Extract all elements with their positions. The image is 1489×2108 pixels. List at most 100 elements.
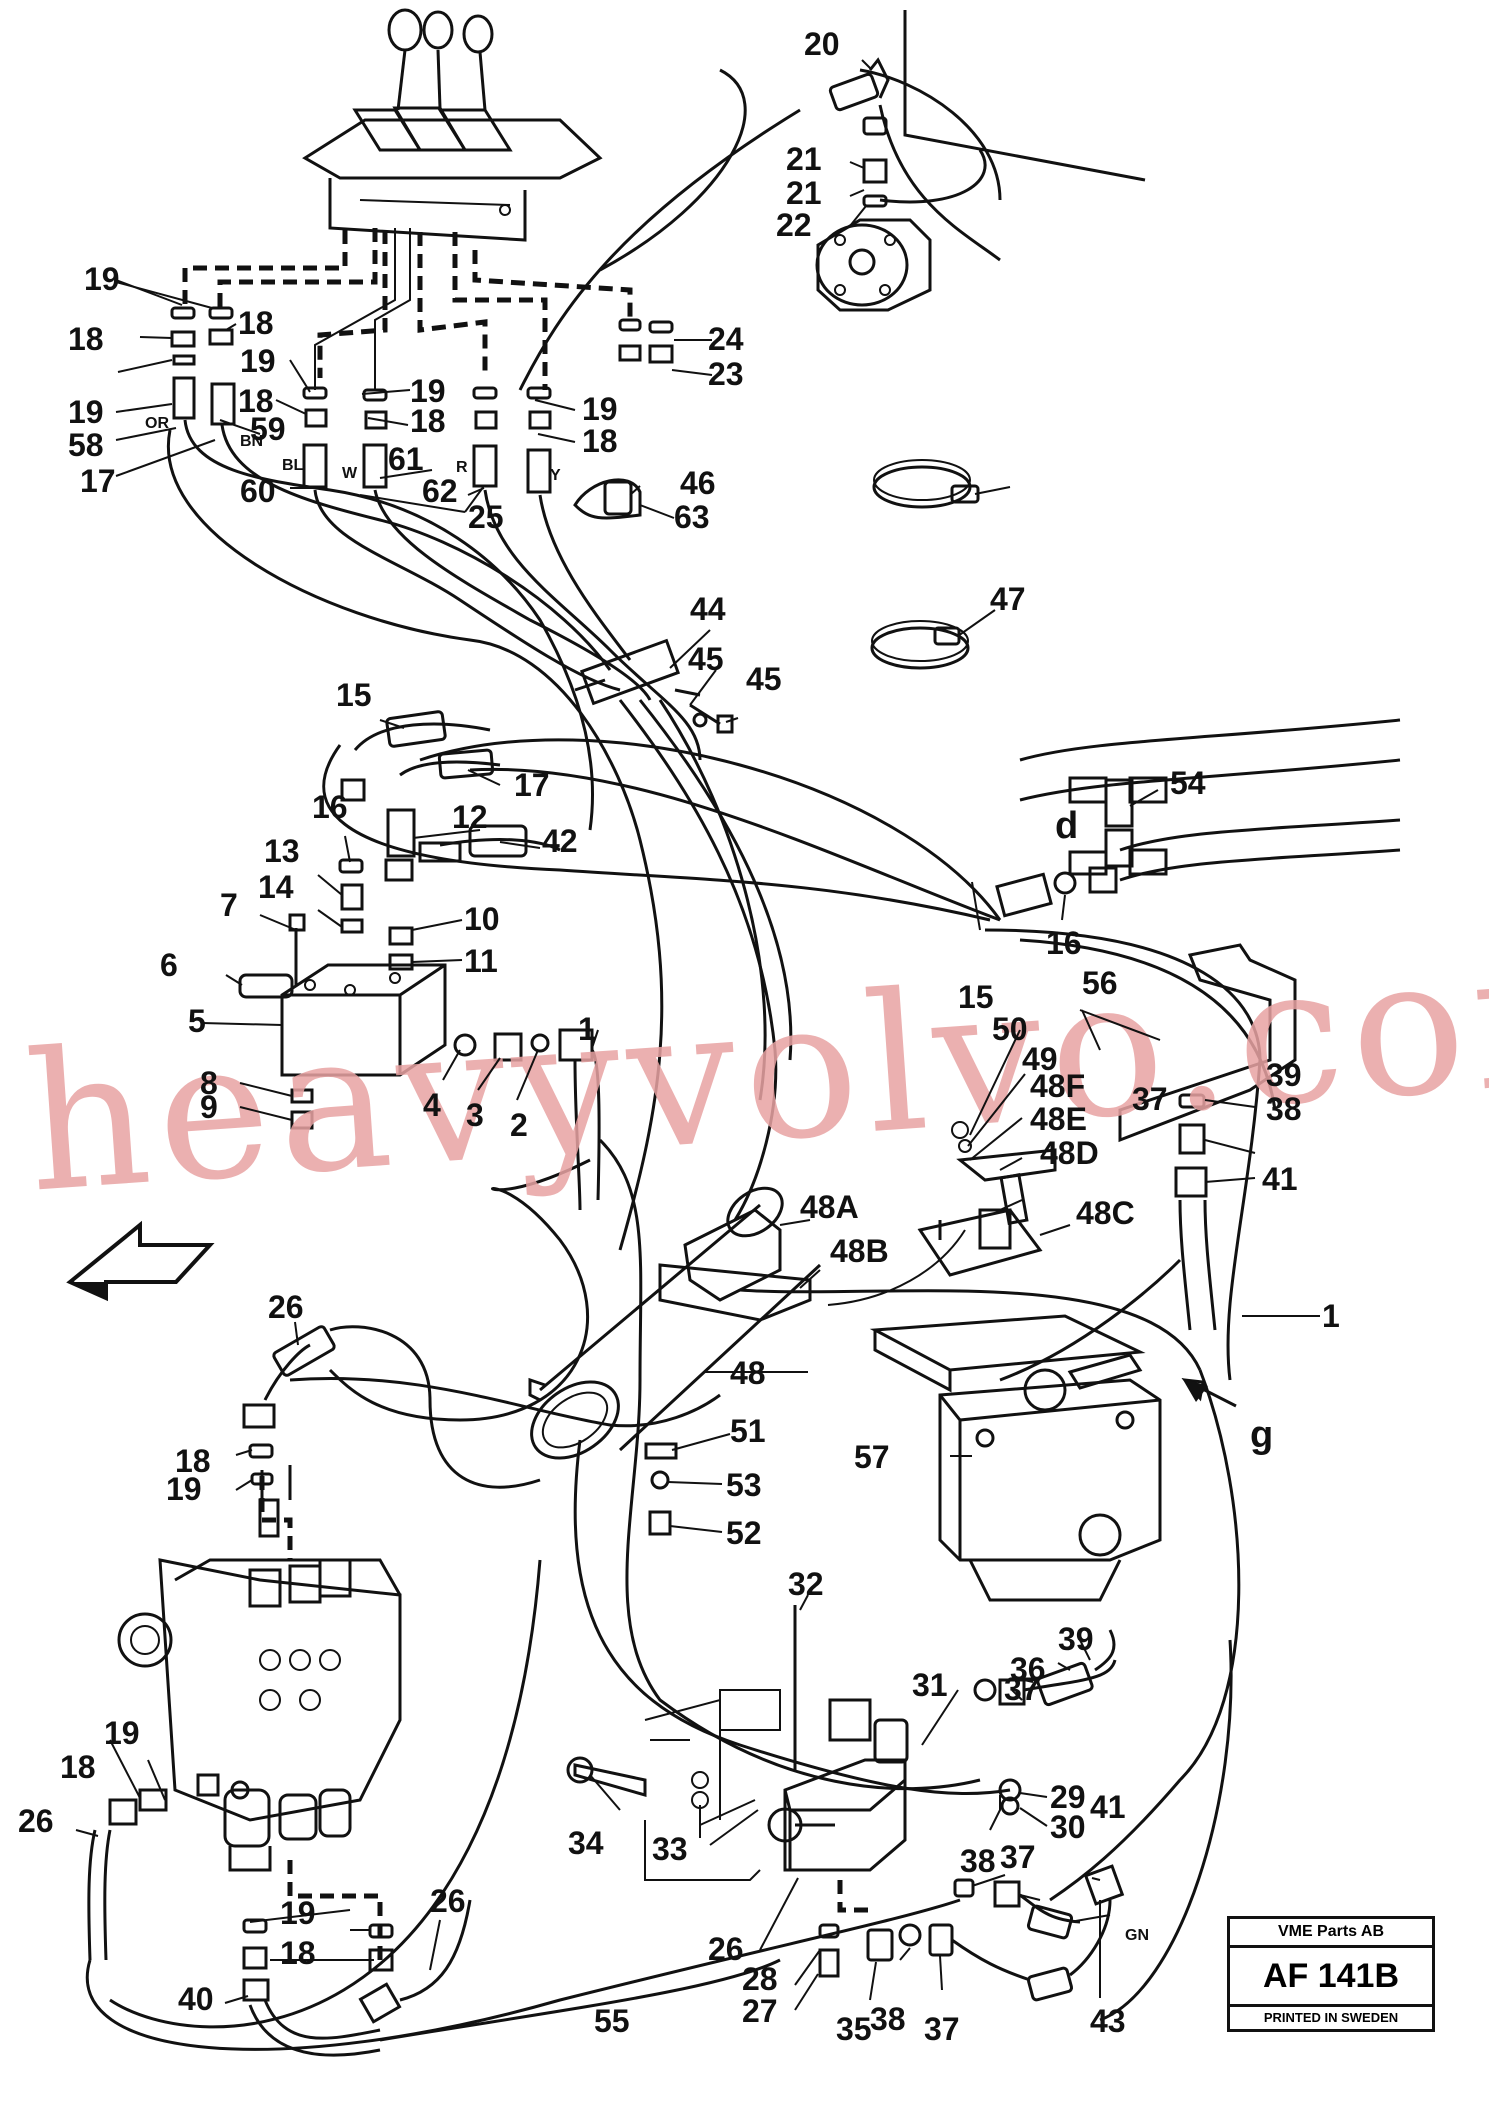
callout: 44	[690, 591, 726, 627]
callout: 57	[854, 1439, 890, 1475]
callout: 25	[468, 499, 504, 535]
callout: 48E	[1030, 1101, 1087, 1137]
color-code-y: Y	[550, 467, 561, 484]
callout: 18	[410, 403, 446, 439]
color-code-bl: BL	[282, 457, 304, 474]
callout: 18	[68, 321, 104, 357]
callout: 12	[452, 799, 488, 835]
callout: 19	[84, 261, 120, 297]
callout: 41	[1262, 1161, 1298, 1197]
color-code-r: R	[456, 459, 468, 476]
callout: 62	[422, 473, 458, 509]
callout: 7	[220, 887, 238, 923]
callout: 22	[776, 207, 812, 243]
callout: 48C	[1076, 1195, 1135, 1231]
callout: 52	[726, 1515, 762, 1551]
callout: 19	[166, 1471, 202, 1507]
callout: 1	[578, 1011, 596, 1047]
callout: 38	[1266, 1091, 1302, 1127]
callout: 39	[1058, 1621, 1094, 1657]
long-hoses	[86, 68, 1241, 2051]
hose-color-codes: OR BN BL W R Y GN	[145, 415, 1149, 1944]
callout: 9	[200, 1089, 218, 1125]
callout: 28	[742, 1961, 778, 1997]
callout: 15	[336, 677, 372, 713]
callout: 56	[1082, 965, 1118, 1001]
callout: 18	[582, 423, 618, 459]
callout: 48F	[1030, 1068, 1085, 1104]
callout: 58	[68, 427, 104, 463]
callout: 16	[1046, 925, 1082, 961]
callout: 46	[680, 465, 716, 501]
callout: 26	[268, 1289, 304, 1325]
callout: 3	[466, 1097, 484, 1133]
callout: 16	[312, 789, 348, 825]
pilot-lines-dashed	[182, 228, 633, 390]
callout: 13	[264, 833, 300, 869]
micro-switch-assembly	[827, 1121, 1057, 1306]
callout: 54	[1170, 765, 1206, 801]
callout: 18	[60, 1749, 96, 1785]
callout: 23	[708, 356, 744, 392]
callout: 61	[388, 441, 424, 477]
callout: 19	[280, 1895, 316, 1931]
callout: 24	[708, 321, 744, 357]
callout: 26	[708, 1931, 744, 1967]
callout: 2	[510, 1107, 528, 1143]
callout: 18	[238, 383, 274, 419]
callout: 19	[582, 391, 618, 427]
color-code-w: W	[342, 465, 358, 482]
callout: 50	[992, 1011, 1028, 1047]
callout: 63	[674, 499, 710, 535]
callout: 17	[80, 463, 116, 499]
solenoid-valve-block	[566, 1605, 909, 1881]
callout: 18	[238, 305, 274, 341]
callout: 34	[568, 1825, 604, 1861]
callout: 41	[1090, 1789, 1126, 1825]
callout: 5	[188, 1003, 206, 1039]
hose-clamps	[573, 459, 980, 734]
callout: 31	[912, 1667, 948, 1703]
callout: 48A	[800, 1189, 859, 1225]
title-block-printed: PRINTED IN SWEDEN	[1263, 2010, 1399, 2025]
callout: 42	[542, 823, 578, 859]
callout: 35	[836, 2011, 872, 2047]
callout: 39	[1266, 1057, 1302, 1093]
callout: 48B	[830, 1233, 889, 1269]
callout: 47	[990, 581, 1026, 617]
color-code-bn: BN	[240, 433, 263, 450]
callout: 21	[786, 141, 822, 177]
leader-lines	[75, 59, 1320, 2011]
callout: 43	[1090, 2003, 1126, 2039]
callout: 45	[746, 661, 782, 697]
callout: 11	[464, 943, 498, 979]
callout: 49	[1022, 1041, 1058, 1077]
callout: 21	[786, 175, 822, 211]
callout: 19	[104, 1715, 140, 1751]
pilot-hose-bundle	[183, 419, 793, 1221]
callout: 53	[726, 1467, 762, 1503]
color-code-or: OR	[145, 415, 169, 432]
callout: 17	[514, 767, 550, 803]
callout: 6	[160, 947, 178, 983]
callout: 8	[200, 1065, 218, 1101]
callout: 37	[1132, 1081, 1168, 1117]
title-block-company: VME Parts AB	[1230, 1919, 1432, 1948]
callout: 15	[958, 979, 994, 1015]
callout: 4	[423, 1087, 441, 1123]
title-block-code: AF 141B	[1230, 1948, 1432, 2007]
tee-junction	[1068, 776, 1168, 876]
callout: 18	[280, 1935, 316, 1971]
callout: 55	[594, 2003, 630, 2039]
callout: 48	[730, 1355, 766, 1391]
callout: 33	[652, 1831, 688, 1867]
callout: 30	[1050, 1809, 1086, 1845]
callout: 40	[178, 1981, 214, 2017]
callout: 38	[870, 2001, 906, 2037]
callout: 19	[68, 394, 104, 430]
callout: 20	[804, 26, 840, 62]
callout: 51	[730, 1413, 766, 1449]
callout: 1	[1322, 1298, 1340, 1334]
line-art	[86, 8, 1401, 2057]
